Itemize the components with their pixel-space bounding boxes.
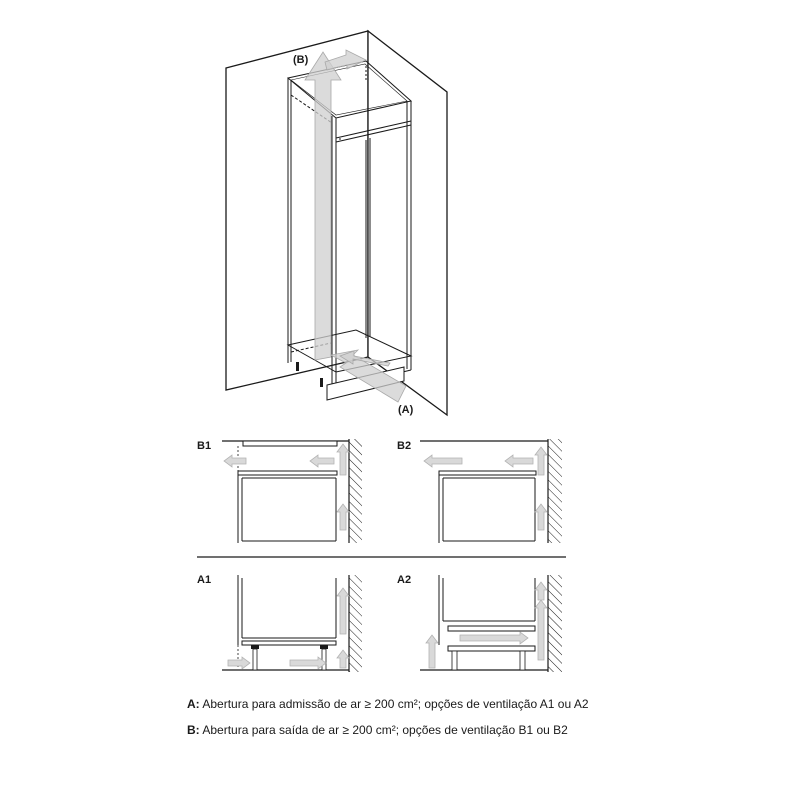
- panel-label-a1: A1: [197, 574, 211, 586]
- arrow-up-icon: [534, 503, 548, 531]
- label-b-top: (B): [293, 54, 309, 66]
- arrow-left-icon: [223, 454, 247, 468]
- arrow-top-back-icon: [324, 49, 367, 71]
- panel-label-b2: B2: [397, 440, 411, 452]
- legend-key-a: A:: [187, 697, 200, 711]
- legend-key-b: B:: [187, 723, 200, 737]
- label-a-bottom: (A): [398, 404, 414, 416]
- arrow-up-icon: [534, 446, 548, 476]
- wall-hatch: [548, 439, 562, 543]
- panel-label-a2: A2: [397, 574, 411, 586]
- arrow-up-icon: [534, 599, 548, 661]
- main-cabinet-figure: (B) (A): [225, 29, 448, 417]
- cabinet-feet: [296, 362, 323, 387]
- panel-a2: A2: [397, 574, 562, 672]
- arrow-up-icon: [336, 503, 350, 531]
- arrow-right-icon: [227, 656, 251, 670]
- legend-text-a: Abertura para admissão de ar ≥ 200 cm²; …: [202, 697, 589, 711]
- panel-b2: B2: [397, 439, 562, 543]
- wall-hatch: [548, 575, 562, 672]
- legend-a: A: Abertura para admissão de ar ≥ 200 cm…: [187, 697, 589, 711]
- arrow-left-icon: [309, 454, 335, 468]
- panel-a1: A1: [197, 574, 362, 672]
- arrow-right-icon: [289, 656, 327, 670]
- wall-hatch: [349, 575, 362, 672]
- panel-b1: B1: [197, 439, 362, 543]
- arrow-bottom-in-2-icon: [339, 350, 391, 367]
- arrow-up-icon: [425, 634, 439, 669]
- panel-label-b1: B1: [197, 440, 211, 452]
- arrow-up-icon: [336, 587, 350, 635]
- arrow-left-icon: [504, 454, 534, 468]
- airflow-arrows: [304, 49, 407, 403]
- wall-hatch: [349, 439, 362, 543]
- arrow-up-icon: [336, 649, 350, 669]
- arrow-up-icon: [534, 581, 548, 601]
- arrow-bottom-in-icon: [329, 349, 407, 403]
- arrow-right-icon: [459, 631, 529, 645]
- arrow-up-icon: [336, 443, 350, 476]
- legend-text-b: Abertura para saída de ar ≥ 200 cm²; opç…: [202, 723, 568, 737]
- legend-b: B: Abertura para saída de ar ≥ 200 cm²; …: [187, 723, 568, 737]
- arrow-left-icon: [423, 454, 463, 468]
